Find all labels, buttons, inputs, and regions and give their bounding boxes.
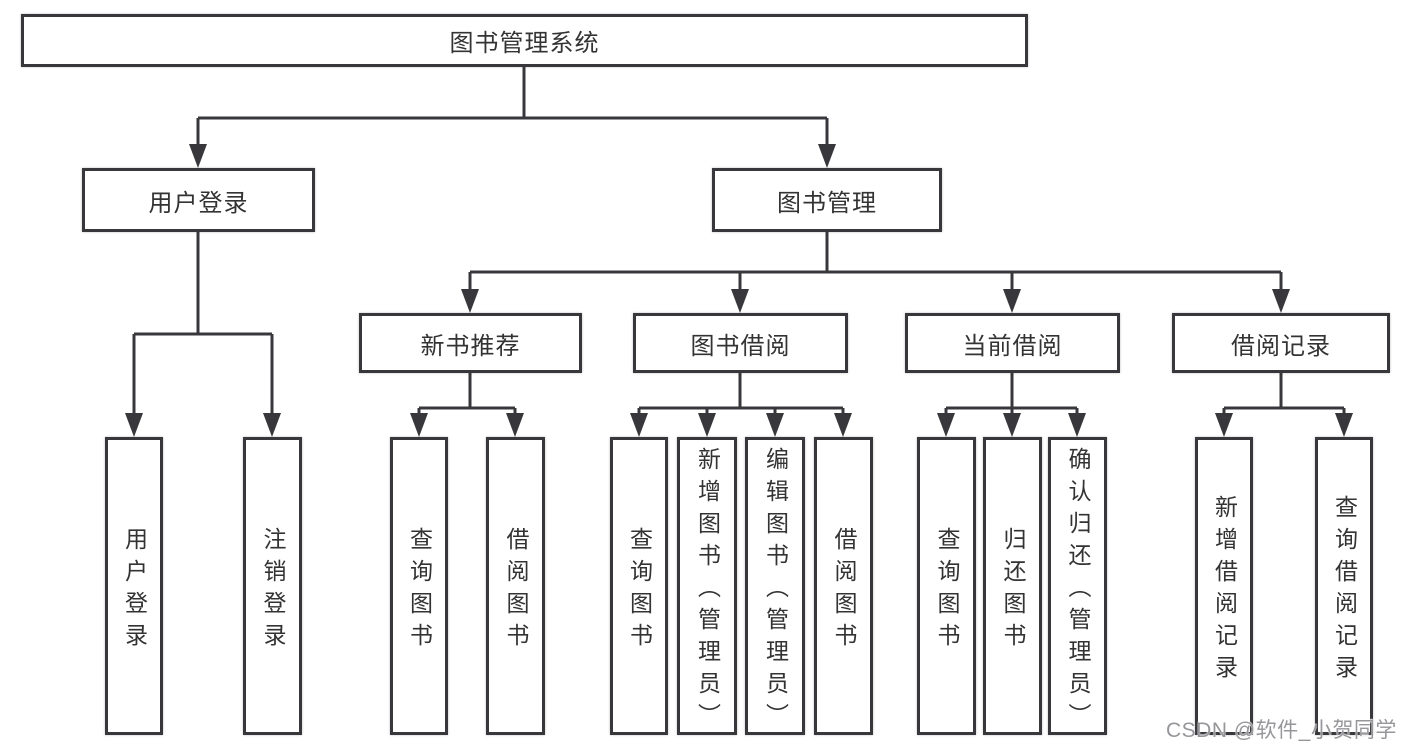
node-borrow-records: 借阅记录 — [1172, 313, 1390, 373]
node-new-book-recommend: 新书推荐 — [359, 313, 582, 373]
leaf-label: 借阅图书 — [503, 526, 529, 655]
leaf-label: 确认归还（管理员） — [1065, 446, 1091, 735]
leaf-query-books: 查询图书 — [917, 437, 976, 735]
leaf-label: 注销登录 — [260, 526, 286, 655]
node-label: 图书管理系统 — [449, 30, 600, 57]
leaf-logout: 注销登录 — [243, 437, 302, 735]
node-label: 图书管理 — [777, 189, 877, 217]
leaf-confirm-return-admin: 确认归还（管理员） — [1048, 437, 1107, 735]
node-book-borrow: 图书借阅 — [633, 313, 848, 373]
node-label: 新书推荐 — [420, 332, 521, 360]
leaf-borrow-books: 借阅图书 — [486, 437, 545, 735]
leaf-label: 查询借阅记录 — [1331, 494, 1358, 687]
node-label: 当前借阅 — [962, 332, 1063, 360]
node-label: 用户登录 — [148, 189, 249, 217]
leaf-label: 查询图书 — [406, 526, 433, 655]
leaf-borrow-books: 借阅图书 — [814, 437, 873, 735]
leaf-label: 编辑图书（管理员） — [762, 446, 789, 735]
node-label: 图书借阅 — [690, 332, 791, 360]
leaf-label: 新增图书（管理员） — [694, 446, 721, 735]
leaf-edit-books-admin: 编辑图书（管理员） — [745, 437, 805, 735]
node-user-login: 用户登录 — [82, 168, 315, 232]
leaf-label: 用户登录 — [121, 526, 148, 655]
leaf-query-books: 查询图书 — [610, 437, 668, 735]
leaf-add-borrow-record: 新增借阅记录 — [1195, 437, 1253, 735]
leaf-query-borrow-record: 查询借阅记录 — [1315, 437, 1373, 735]
leaf-add-books-admin: 新增图书（管理员） — [677, 437, 737, 735]
leaf-label: 查询图书 — [934, 526, 960, 655]
leaf-label: 新增借阅记录 — [1211, 494, 1238, 687]
csdn-watermark: CSDN @软件_小贺同学 — [1166, 719, 1397, 742]
node-current-borrow: 当前借阅 — [905, 313, 1120, 373]
leaf-query-books: 查询图书 — [390, 437, 448, 735]
leaf-label: 查询图书 — [626, 526, 653, 655]
node-label: 借阅记录 — [1231, 332, 1331, 360]
node-library-system: 图书管理系统 — [21, 14, 1028, 67]
arrowhead-icons — [125, 144, 1353, 437]
leaf-return-books: 归还图书 — [983, 437, 1042, 735]
leaf-label: 归还图书 — [1000, 526, 1026, 655]
leaf-label: 借阅图书 — [831, 526, 857, 655]
leaf-user-login: 用户登录 — [105, 437, 163, 735]
node-book-management: 图书管理 — [712, 168, 942, 232]
